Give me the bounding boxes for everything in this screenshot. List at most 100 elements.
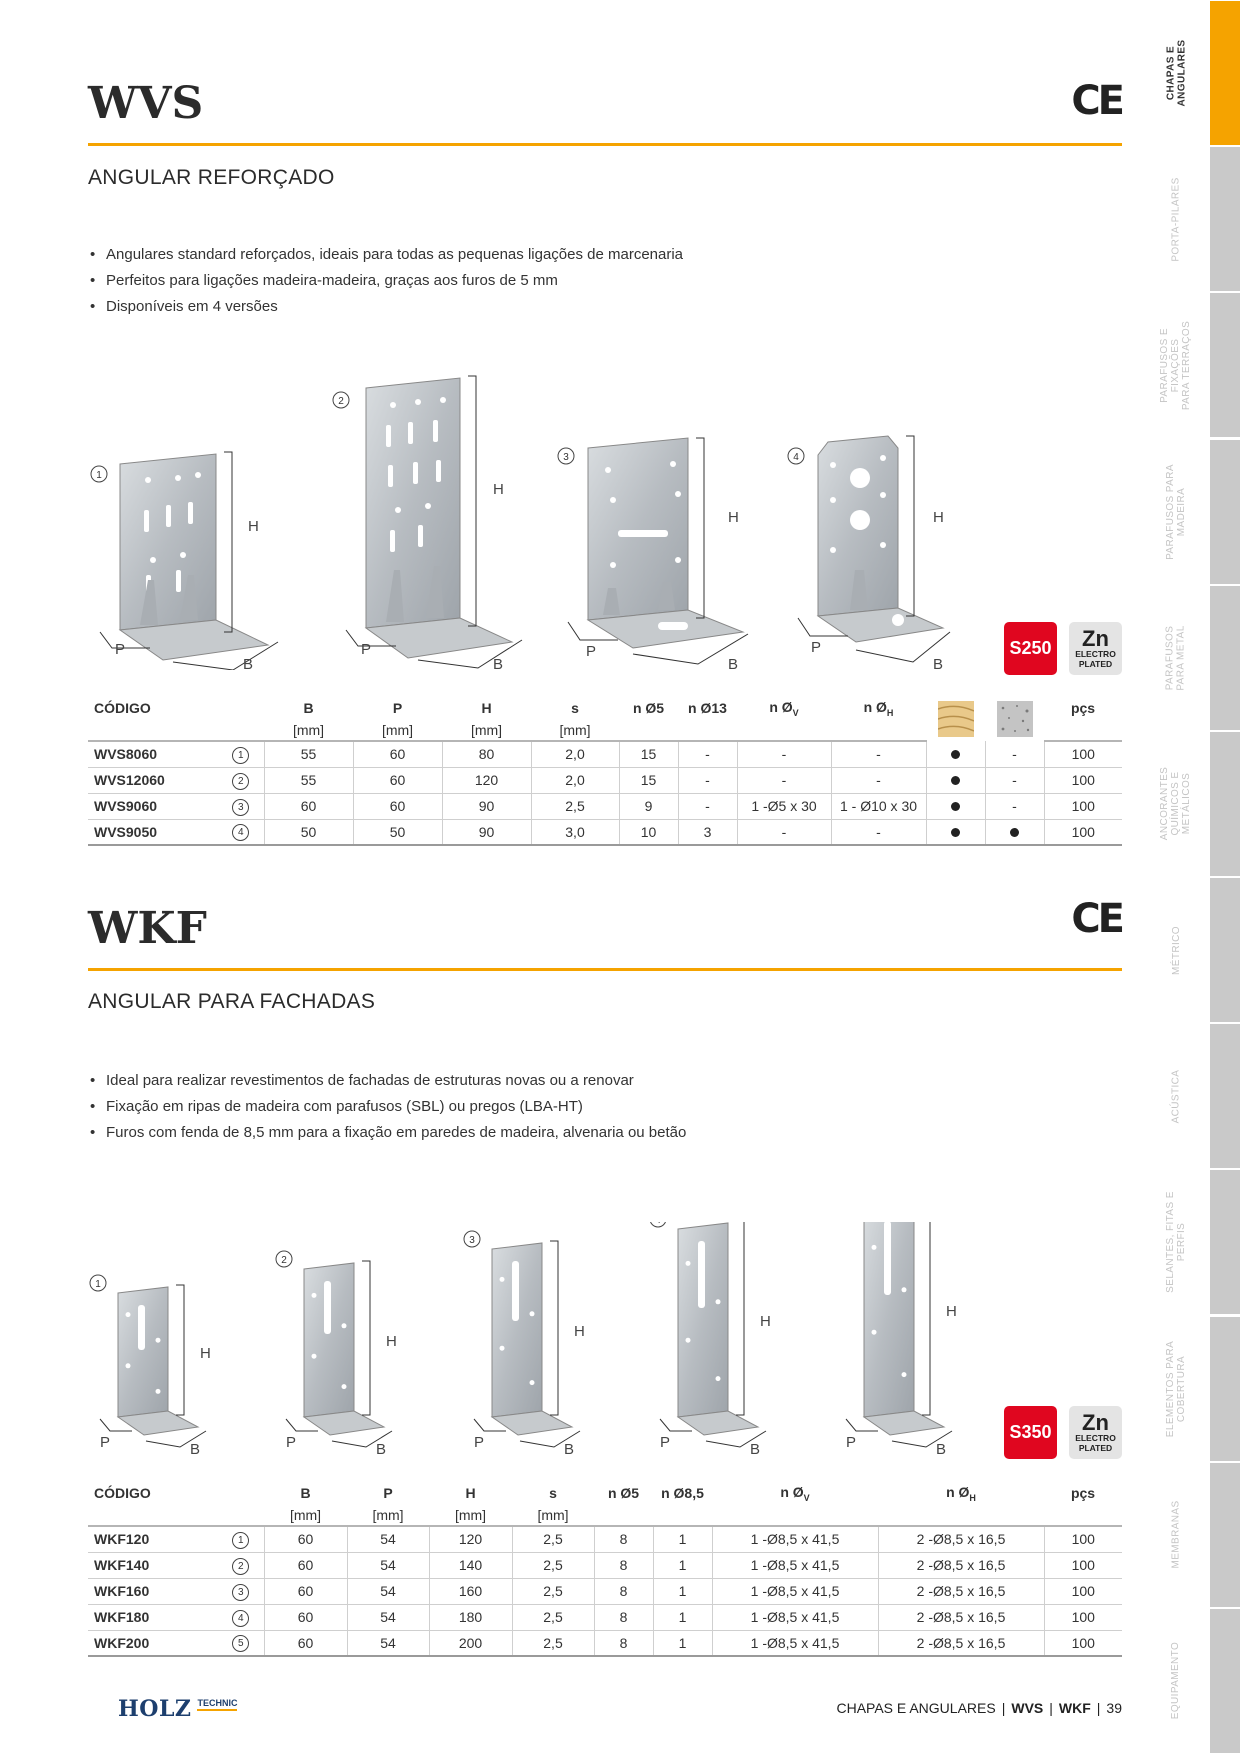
wvs-bracket-2-drawing: 2 H P B	[332, 375, 523, 670]
cell-item-number: 3	[218, 793, 264, 820]
feature-item: Angulares standard reforçados, ideais pa…	[88, 242, 683, 268]
cell-nv: 1 -Ø5 x 30	[736, 793, 831, 820]
brand-sub: TECHNIC	[197, 1698, 238, 1711]
applicable-dot-icon	[1010, 827, 1019, 837]
sidebar-tab-line: PORTA-PILARES	[1170, 177, 1182, 262]
feature-list: Angulares standard reforçados, ideais pa…	[88, 242, 683, 320]
sidebar-tab[interactable]	[1210, 1608, 1240, 1753]
wood-grain-icon	[937, 701, 974, 737]
sidebar-tab[interactable]	[1210, 293, 1240, 438]
dim-label-p: P	[286, 1434, 296, 1451]
dim-line-h	[362, 1260, 371, 1416]
cell-n5: 8	[593, 1552, 653, 1579]
dim-line-h	[550, 1240, 559, 1416]
cell-concrete	[984, 819, 1044, 846]
sidebar-tab[interactable]	[1210, 731, 1240, 876]
sidebar-tab[interactable]	[1210, 1024, 1240, 1169]
dim-line-b	[331, 1430, 393, 1448]
feature-item: Fixação em ripas de madeira com parafuso…	[88, 1094, 686, 1120]
product-title: WKF	[88, 903, 207, 954]
cell-code: WKF120	[88, 1526, 218, 1553]
sidebar-tab-label[interactable]: PORTA-PILARES	[1146, 146, 1206, 292]
sidebar-tab-line: PARAFUSOS	[1165, 625, 1177, 691]
cell-nh: 2 -Ø8,5 x 16,5	[877, 1552, 1044, 1579]
cell-pcs: 100	[1043, 1526, 1122, 1553]
cell-n13: -	[677, 793, 737, 820]
dim-line-p	[285, 1418, 318, 1432]
nail-hole	[715, 1299, 721, 1305]
ce-mark-icon: CE	[1071, 78, 1125, 124]
col-header-n85: n Ø8,5	[661, 1485, 704, 1501]
col-header-code: CÓDIGO	[94, 700, 151, 716]
title-rule	[88, 968, 1122, 971]
sidebar-tab-line: MADEIRA	[1176, 487, 1187, 536]
sidebar-tab-label[interactable]: EQUIPAMENTO	[1146, 1608, 1206, 1754]
cell-nv: -	[736, 819, 831, 846]
nail-hole	[685, 1260, 691, 1266]
dim-label-p: P	[361, 641, 371, 658]
cell-n85: 1	[652, 1578, 712, 1605]
sidebar-tab[interactable]	[1210, 439, 1240, 584]
nail-hole	[901, 1372, 907, 1378]
cell-nv: -	[736, 741, 831, 768]
cell-wood	[925, 767, 985, 794]
dim-label-b: B	[243, 656, 253, 670]
cell-p: 54	[346, 1552, 429, 1579]
sidebar-tab-label[interactable]: ACÚSTICA	[1146, 1023, 1206, 1169]
sidebar-tab-line: ANGULARES	[1176, 39, 1187, 107]
footer-breadcrumb: CHAPAS E ANGULARES|WVS|WKF|39	[836, 1700, 1122, 1716]
nail-hole	[529, 1311, 535, 1317]
dim-line-b	[705, 1430, 767, 1448]
dim-label-h: H	[386, 1333, 397, 1350]
cell-s: 2,5	[511, 1578, 594, 1605]
sidebar-tab-label[interactable]: MÉTRICO	[1146, 877, 1206, 1023]
sidebar-tab[interactable]	[1210, 147, 1240, 292]
sidebar-tab[interactable]	[1210, 585, 1240, 730]
col-header-pcs: pçs	[1070, 700, 1096, 716]
nail-hole	[155, 1388, 161, 1394]
cell-nh: 2 -Ø8,5 x 16,5	[877, 1630, 1044, 1657]
cell-p: 54	[346, 1604, 429, 1631]
bracket-base	[490, 1410, 574, 1436]
sidebar-tab[interactable]	[1210, 1462, 1240, 1607]
zinc-plated-badge: Zn ELECTRO PLATED	[1069, 622, 1122, 675]
cell-nh: -	[830, 741, 926, 768]
cell-n5: 15	[618, 741, 678, 768]
unit-b: [mm]	[264, 1504, 347, 1527]
cell-p: 54	[346, 1526, 429, 1553]
cell-b: 60	[263, 1604, 347, 1631]
cell-concrete: -	[984, 793, 1044, 820]
bracket-base	[676, 1410, 760, 1436]
unit-b: [mm]	[264, 719, 353, 742]
nail-hole	[901, 1287, 907, 1293]
col-header-n5: n Ø5	[632, 700, 665, 716]
sidebar-tab[interactable]	[1210, 1, 1240, 146]
sidebar-tab[interactable]	[1210, 878, 1240, 1023]
nail-hole	[341, 1384, 347, 1390]
sidebar-tab[interactable]	[1210, 1316, 1240, 1461]
cell-item-number: 1	[218, 1526, 264, 1553]
sidebar-tab[interactable]	[1210, 1170, 1240, 1315]
col-header-nv: n ØV	[769, 698, 799, 718]
col-header-h: H	[465, 1485, 476, 1501]
cell-item-number: 2	[218, 1552, 264, 1579]
feature-item: Ideal para realizar revestimentos de fac…	[88, 1068, 686, 1094]
cell-nv: -	[736, 767, 831, 794]
feature-item: Disponíveis em 4 versões	[88, 294, 683, 320]
item-number-badge: 4	[232, 1609, 250, 1627]
dim-label-h: H	[493, 481, 504, 498]
cell-item-number: 4	[218, 1604, 264, 1631]
item-number-badge: 1	[232, 746, 250, 764]
sidebar-tab-label[interactable]: MEMBRANAS	[1146, 1462, 1206, 1608]
